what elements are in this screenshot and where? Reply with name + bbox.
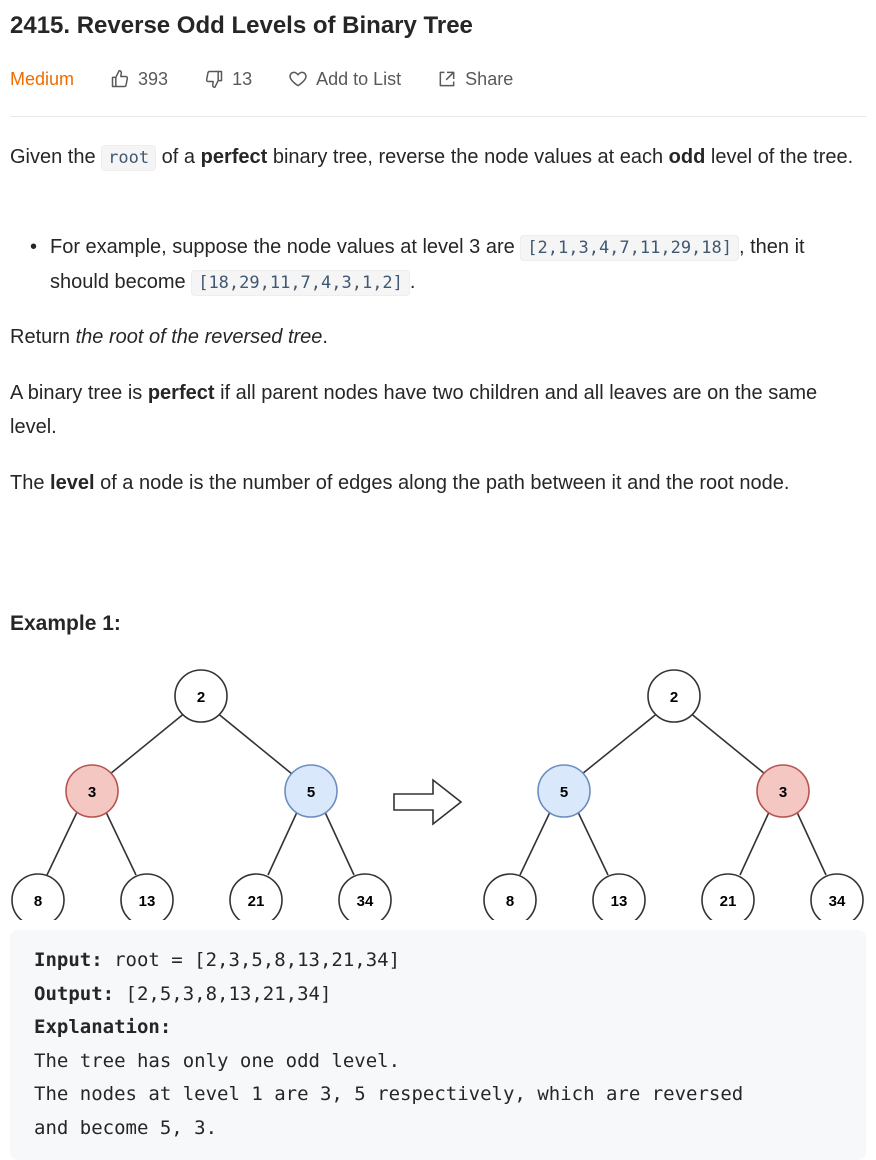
text: A binary tree is [10,382,148,404]
bold-odd: odd [668,146,706,168]
right-tree-nodes: 2 5 3 8 13 21 34 [483,669,864,920]
add-to-list-label: Add to List [316,68,402,89]
text: level of the tree. [705,146,854,168]
example-io-box: Input: root = [2,3,5,8,13,21,34] Output:… [10,930,866,1160]
tree-node-highlight-blue [284,764,338,818]
description-paragraph-4: The level of a node is the number of edg… [10,466,866,500]
node-label: 8 [506,893,514,910]
bold-perfect: perfect [200,146,268,168]
tree-node [120,873,174,920]
tree-node-highlight-red [65,764,119,818]
tree-node-highlight-red [756,764,810,818]
example-output-line: Output: [2,5,3,8,13,21,34] [34,978,842,1012]
example-heading: Example 1: [10,612,121,635]
description-paragraph-1: Given the root of a perfect binary tree,… [10,140,866,175]
node-label: 8 [34,893,42,910]
dislike-count: 13 [232,68,253,89]
share-button[interactable]: Share [437,69,513,90]
node-label: 21 [720,893,737,910]
tree-node [174,669,228,723]
text: The [10,472,51,494]
text: of a [156,146,201,168]
text: For example, suppose the node values at … [50,236,521,258]
output-label: Output: [34,982,115,1005]
left-tree-edges [46,711,355,876]
explanation-label: Explanation: [34,1016,172,1038]
difficulty-badge: Medium [10,68,75,89]
node-label: 34 [357,893,374,910]
inline-code-array-1: [2,1,3,4,7,11,29,18] [520,235,739,261]
text: , then it should become [50,236,805,293]
problem-meta-bar: Medium 393 13 Add to List Share [10,64,549,94]
text: Return [10,326,76,348]
explanation-line-2: The nodes at level 1 are 3, 5 respective… [34,1083,744,1105]
bullet-dot: • [30,236,38,258]
text: binary tree, reverse the node values at … [267,146,669,168]
share-label: Share [465,68,514,89]
example-input-line: Input: root = [2,3,5,8,13,21,34] [34,944,842,978]
example-tree-figure: 2 3 5 8 13 21 34 2 5 3 8 13 21 34 [11,669,864,920]
bold-level: level [50,472,95,494]
input-label: Input: [34,949,103,971]
thumbs-down-icon [205,70,223,89]
right-tree-edges [519,711,827,876]
thumbs-up-icon [111,69,129,88]
like-button[interactable]: 393 [110,69,168,90]
node-label: 2 [670,689,678,706]
output-value: [2,5,3,8,13,21,34] [114,982,332,1005]
bullet-item: • For example, suppose the node values at… [30,230,860,300]
description-paragraph-3: A binary tree is perfect if all parent n… [10,376,866,444]
dislike-button[interactable]: 13 [204,69,252,90]
tree-node [338,873,392,920]
tree-node [810,873,864,920]
explanation-line-1: The tree has only one odd level. [34,1049,401,1072]
text: . [322,326,328,348]
node-label: 5 [307,784,315,801]
tree-node [483,873,537,920]
node-label: 13 [139,893,156,910]
inline-code-root: root [101,145,157,171]
tree-node [647,669,701,723]
problem-title: 2415. Reverse Odd Levels of Binary Tree [10,12,473,39]
transform-arrow-icon [393,778,463,826]
node-label: 5 [560,784,568,801]
text: if all parent nodes have two children an… [10,382,818,438]
bold-perfect-2: perfect [147,382,215,404]
add-to-list-button[interactable]: Add to List [288,69,401,90]
node-label: 3 [88,784,96,801]
tree-node-highlight-blue [537,764,591,818]
node-label: 21 [248,893,265,910]
node-label: 34 [829,893,846,910]
text: . [409,271,416,293]
text: Given the [10,146,102,168]
node-label: 13 [611,893,628,910]
header-divider [10,116,866,117]
input-value: root = [2,3,5,8,13,21,34] [102,949,401,971]
explanation-line-3: and become 5, 3. [34,1116,218,1139]
like-count: 393 [138,68,169,89]
description-paragraph-2: Return the root of the reversed tree. [10,320,328,354]
share-icon [439,71,455,87]
tree-node [11,873,65,920]
node-label: 3 [779,784,787,801]
tree-node [592,873,646,920]
heart-icon [289,71,307,87]
inline-code-array-2: [18,29,11,7,4,3,1,2] [191,270,410,296]
italic-return: the root of the reversed tree [75,326,323,348]
text: of a node is the number of edges along t… [94,472,790,494]
tree-node [229,873,283,920]
tree-node [701,873,755,920]
left-tree-nodes: 2 3 5 8 13 21 34 [11,669,392,920]
node-label: 2 [197,689,205,706]
